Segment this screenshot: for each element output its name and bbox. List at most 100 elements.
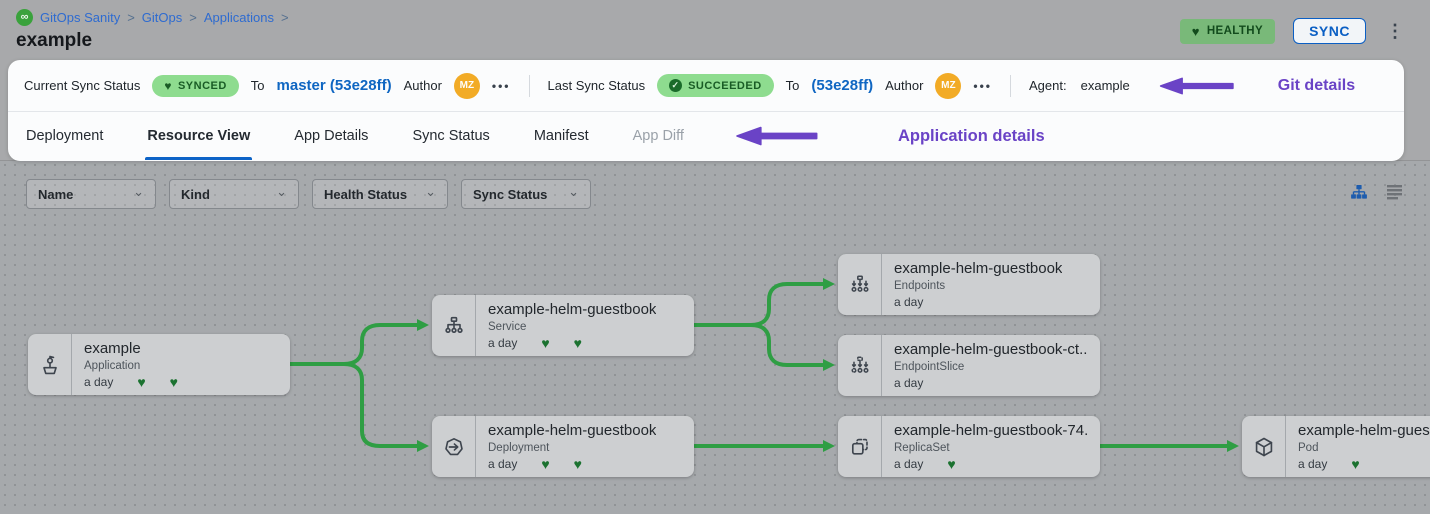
node-age: a day [894, 457, 924, 471]
list-view-icon[interactable] [1385, 184, 1404, 200]
node-kind: Pod [1298, 441, 1319, 454]
chevron-down-icon: ⌄ [425, 184, 436, 200]
last-sync-status-label: Last Sync Status [547, 78, 646, 93]
app-tabs: Deployment Resource View App Details Syn… [8, 112, 1404, 160]
health-status-badge: ♥ HEALTHY [1179, 18, 1276, 44]
health-badge-label: HEALTHY [1206, 25, 1264, 37]
heart-icon: ♥ [541, 335, 550, 351]
tab-app-details[interactable]: App Details [294, 128, 369, 144]
view-toggles [1349, 183, 1404, 201]
page-title: example [16, 30, 93, 51]
author-avatar: MZ [453, 72, 480, 99]
heart-icon: ♥ [169, 374, 178, 390]
endpoints-icon [838, 254, 882, 315]
node-title: example-helm-guestbook-74... [894, 422, 1088, 439]
heart-icon: ♥ [947, 456, 956, 472]
node-age: a day [84, 375, 114, 389]
node-age: a day [488, 336, 518, 350]
tab-deployment[interactable]: Deployment [26, 128, 104, 144]
node-age: a day [894, 376, 924, 390]
chevron-down-icon: ⌄ [133, 184, 144, 200]
filter-name-dropdown[interactable]: Name ⌄ [26, 179, 156, 209]
node-endpoints-example-helm-guestbook[interactable]: example-helm-guestbook Endpoints a day [838, 254, 1100, 315]
node-kind: Endpoints [894, 279, 946, 292]
filter-name-label: Name [38, 186, 74, 202]
app-details-panel: Current Sync Status ♥ SYNCED To master (… [8, 60, 1404, 161]
tab-sync-status[interactable]: Sync Status [412, 128, 490, 144]
kebab-menu-icon[interactable]: ⋮ [1386, 21, 1404, 41]
current-commit-link[interactable]: master (53e28ff) [276, 77, 392, 94]
node-kind: Application [84, 359, 141, 372]
check-circle-icon: ✓ [669, 79, 683, 92]
breadcrumb: ∞ GitOps Sanity > GitOps > Applications … [16, 9, 289, 26]
node-service-example-helm-guestbook[interactable]: example-helm-guestbook Service a day ♥ ♥ [432, 295, 694, 356]
node-kind: EndpointSlice [894, 360, 965, 373]
synced-pill-label: SYNCED [177, 79, 227, 92]
agent-label: Agent: [1029, 78, 1067, 93]
node-title: example [84, 340, 141, 357]
breadcrumb-link-gitops-sanity[interactable]: GitOps Sanity [40, 10, 121, 25]
succeeded-status-pill: ✓ SUCCEEDED [657, 74, 774, 97]
breadcrumb-link-applications[interactable]: Applications [203, 10, 274, 25]
node-title: example-helm-guestbook [488, 301, 657, 318]
breadcrumb-separator: > [189, 10, 197, 25]
tree-view-icon[interactable] [1349, 183, 1369, 201]
replicaset-icon [838, 416, 882, 477]
node-age: a day [488, 457, 518, 471]
node-age: a day [1298, 457, 1328, 471]
more-options-icon[interactable]: ••• [973, 78, 993, 93]
breadcrumb-link-gitops[interactable]: GitOps [141, 10, 183, 25]
node-pod-example-helm-guest[interactable]: example-helm-guest Pod a day ♥ [1242, 416, 1430, 477]
annotation-arrow-icon [1159, 77, 1234, 94]
synced-status-pill: ♥ SYNCED [152, 74, 239, 97]
node-deployment-example-helm-guestbook[interactable]: example-helm-guestbook Deployment a day … [432, 416, 694, 477]
sync-status-bar: Current Sync Status ♥ SYNCED To master (… [8, 60, 1404, 112]
filter-health-status-dropdown[interactable]: Health Status ⌄ [312, 179, 448, 209]
filter-health-status-label: Health Status [324, 186, 408, 202]
gitops-logo-icon: ∞ [16, 9, 33, 26]
filter-sync-status-dropdown[interactable]: Sync Status ⌄ [461, 179, 591, 209]
endpointslice-icon [838, 335, 882, 396]
to-label: To [250, 78, 265, 93]
pod-icon [1242, 416, 1286, 477]
chevron-down-icon: ⌄ [276, 184, 287, 200]
filter-bar: Name ⌄ Kind ⌄ Health Status ⌄ Sync Statu… [26, 179, 591, 209]
application-icon [28, 334, 72, 395]
node-endpointslice-example-helm-guestbook-ct[interactable]: example-helm-guestbook-ct... EndpointSli… [838, 335, 1100, 396]
tab-app-diff[interactable]: App Diff [632, 128, 684, 144]
node-title: example-helm-guestbook-ct... [894, 341, 1088, 358]
more-options-icon[interactable]: ••• [491, 78, 511, 93]
node-title: example-helm-guestbook [894, 260, 1063, 277]
filter-kind-dropdown[interactable]: Kind ⌄ [169, 179, 299, 209]
heart-icon: ♥ [164, 78, 172, 93]
node-title: example-helm-guestbook [488, 422, 657, 439]
git-details-annotation: Git details [1277, 76, 1356, 94]
sync-button[interactable]: SYNC [1293, 18, 1366, 44]
agent-value: example [1080, 78, 1130, 93]
breadcrumb-separator: > [280, 10, 289, 25]
node-application-example[interactable]: example Application a day ♥ ♥ [28, 334, 290, 395]
divider [528, 74, 530, 97]
node-replicaset-example-helm-guestbook-74[interactable]: example-helm-guestbook-74... ReplicaSet … [838, 416, 1100, 477]
breadcrumb-separator: > [127, 10, 135, 25]
node-kind: Deployment [488, 441, 550, 454]
divider [1010, 74, 1012, 97]
tab-resource-view[interactable]: Resource View [145, 112, 253, 160]
node-age: a day [894, 295, 924, 309]
node-kind: ReplicaSet [894, 441, 950, 454]
heart-icon: ♥ [573, 456, 582, 472]
author-label: Author [885, 78, 924, 93]
deployment-icon [432, 416, 476, 477]
heart-icon: ♥ [541, 456, 550, 472]
author-avatar: MZ [935, 72, 962, 99]
annotation-arrow-icon [736, 126, 818, 146]
author-label: Author [403, 78, 442, 93]
heart-icon: ♥ [137, 374, 146, 390]
heart-icon: ♥ [573, 335, 582, 351]
succeeded-pill-label: SUCCEEDED [688, 79, 762, 92]
last-commit-link[interactable]: (53e28ff) [811, 77, 874, 94]
tab-manifest[interactable]: Manifest [533, 128, 589, 144]
service-icon [432, 295, 476, 356]
to-label: To [785, 78, 800, 93]
chevron-down-icon: ⌄ [568, 184, 579, 200]
